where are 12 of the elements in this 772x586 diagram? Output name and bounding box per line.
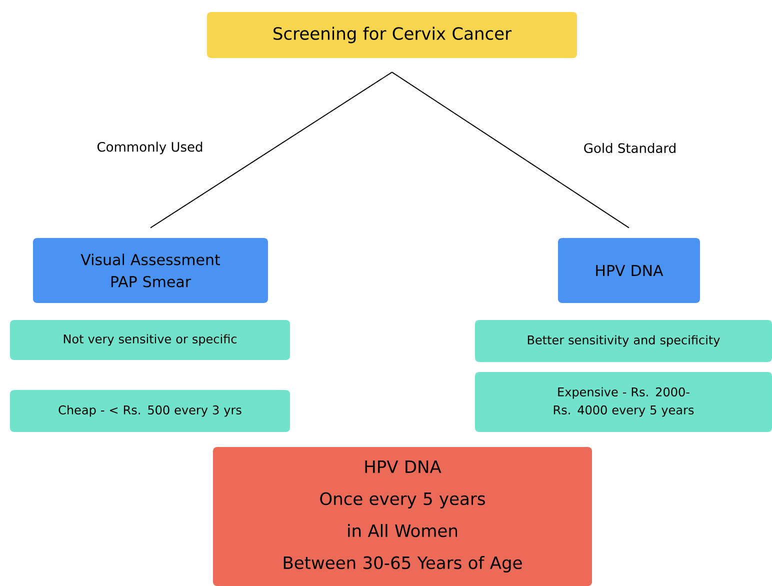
edge-label: Commonly Used <box>96 140 204 156</box>
recommendation-box: HPV DNA Once every 5 years in All Women Between 30-65 Years of Age <box>213 447 592 586</box>
note-box: Not very sensitive or specific <box>10 320 290 360</box>
note-box: Better sensitivity and specificity <box>475 320 772 362</box>
note-box: Expensive - Rs. 2000-Rs. 4000 every 5 years <box>475 372 772 432</box>
title-box: Screening for Cervix Cancer <box>207 12 577 58</box>
connector-line <box>392 72 630 228</box>
note-box: Cheap - < Rs. 500 every 3 yrs <box>10 390 290 432</box>
edge-label: Gold Standard <box>582 142 678 154</box>
method-box: HPV DNA <box>558 238 700 303</box>
method-box: Visual Assessment PAP Smear <box>33 238 268 303</box>
connector-line <box>150 72 392 228</box>
